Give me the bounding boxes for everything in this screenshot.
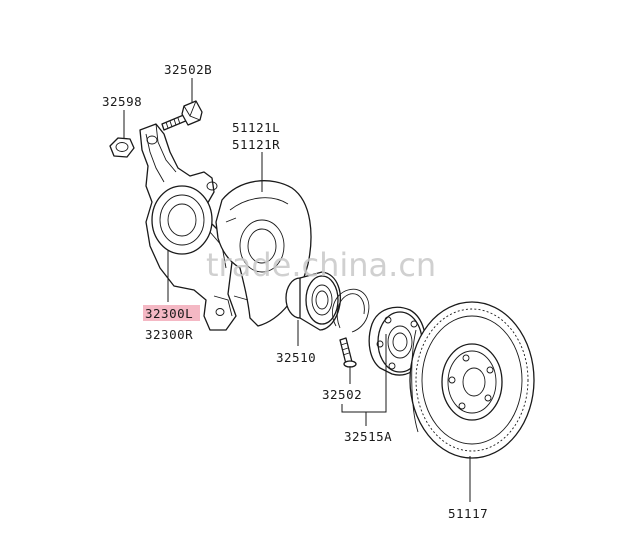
label-51121l[interactable]: 51121L bbox=[232, 120, 280, 135]
label-32510[interactable]: 32510 bbox=[276, 350, 316, 365]
nut-32598[interactable] bbox=[109, 137, 135, 158]
label-32598[interactable]: 32598 bbox=[102, 94, 142, 109]
brake-disc[interactable] bbox=[409, 301, 535, 459]
snap-ring[interactable] bbox=[332, 288, 370, 333]
label-32502[interactable]: 32502 bbox=[322, 387, 362, 402]
bolt-32502b[interactable] bbox=[161, 100, 203, 131]
steering-knuckle[interactable] bbox=[139, 123, 237, 331]
label-32515a[interactable]: 32515A bbox=[344, 429, 392, 444]
label-32300l[interactable]: 32300L bbox=[145, 306, 193, 321]
label-32300r[interactable]: 32300R bbox=[145, 327, 193, 342]
watermark-text: trade.china.cn bbox=[206, 246, 436, 284]
label-51117[interactable]: 51117 bbox=[448, 506, 488, 521]
label-51121r[interactable]: 51121R bbox=[232, 137, 280, 152]
hub-bolt-32502[interactable] bbox=[339, 337, 357, 368]
highlight-32300l bbox=[143, 305, 200, 321]
wheel-hub[interactable] bbox=[368, 306, 427, 376]
leader-lines bbox=[123, 78, 471, 502]
wheel-bearing[interactable] bbox=[285, 271, 341, 331]
label-32502b[interactable]: 32502B bbox=[164, 62, 212, 77]
